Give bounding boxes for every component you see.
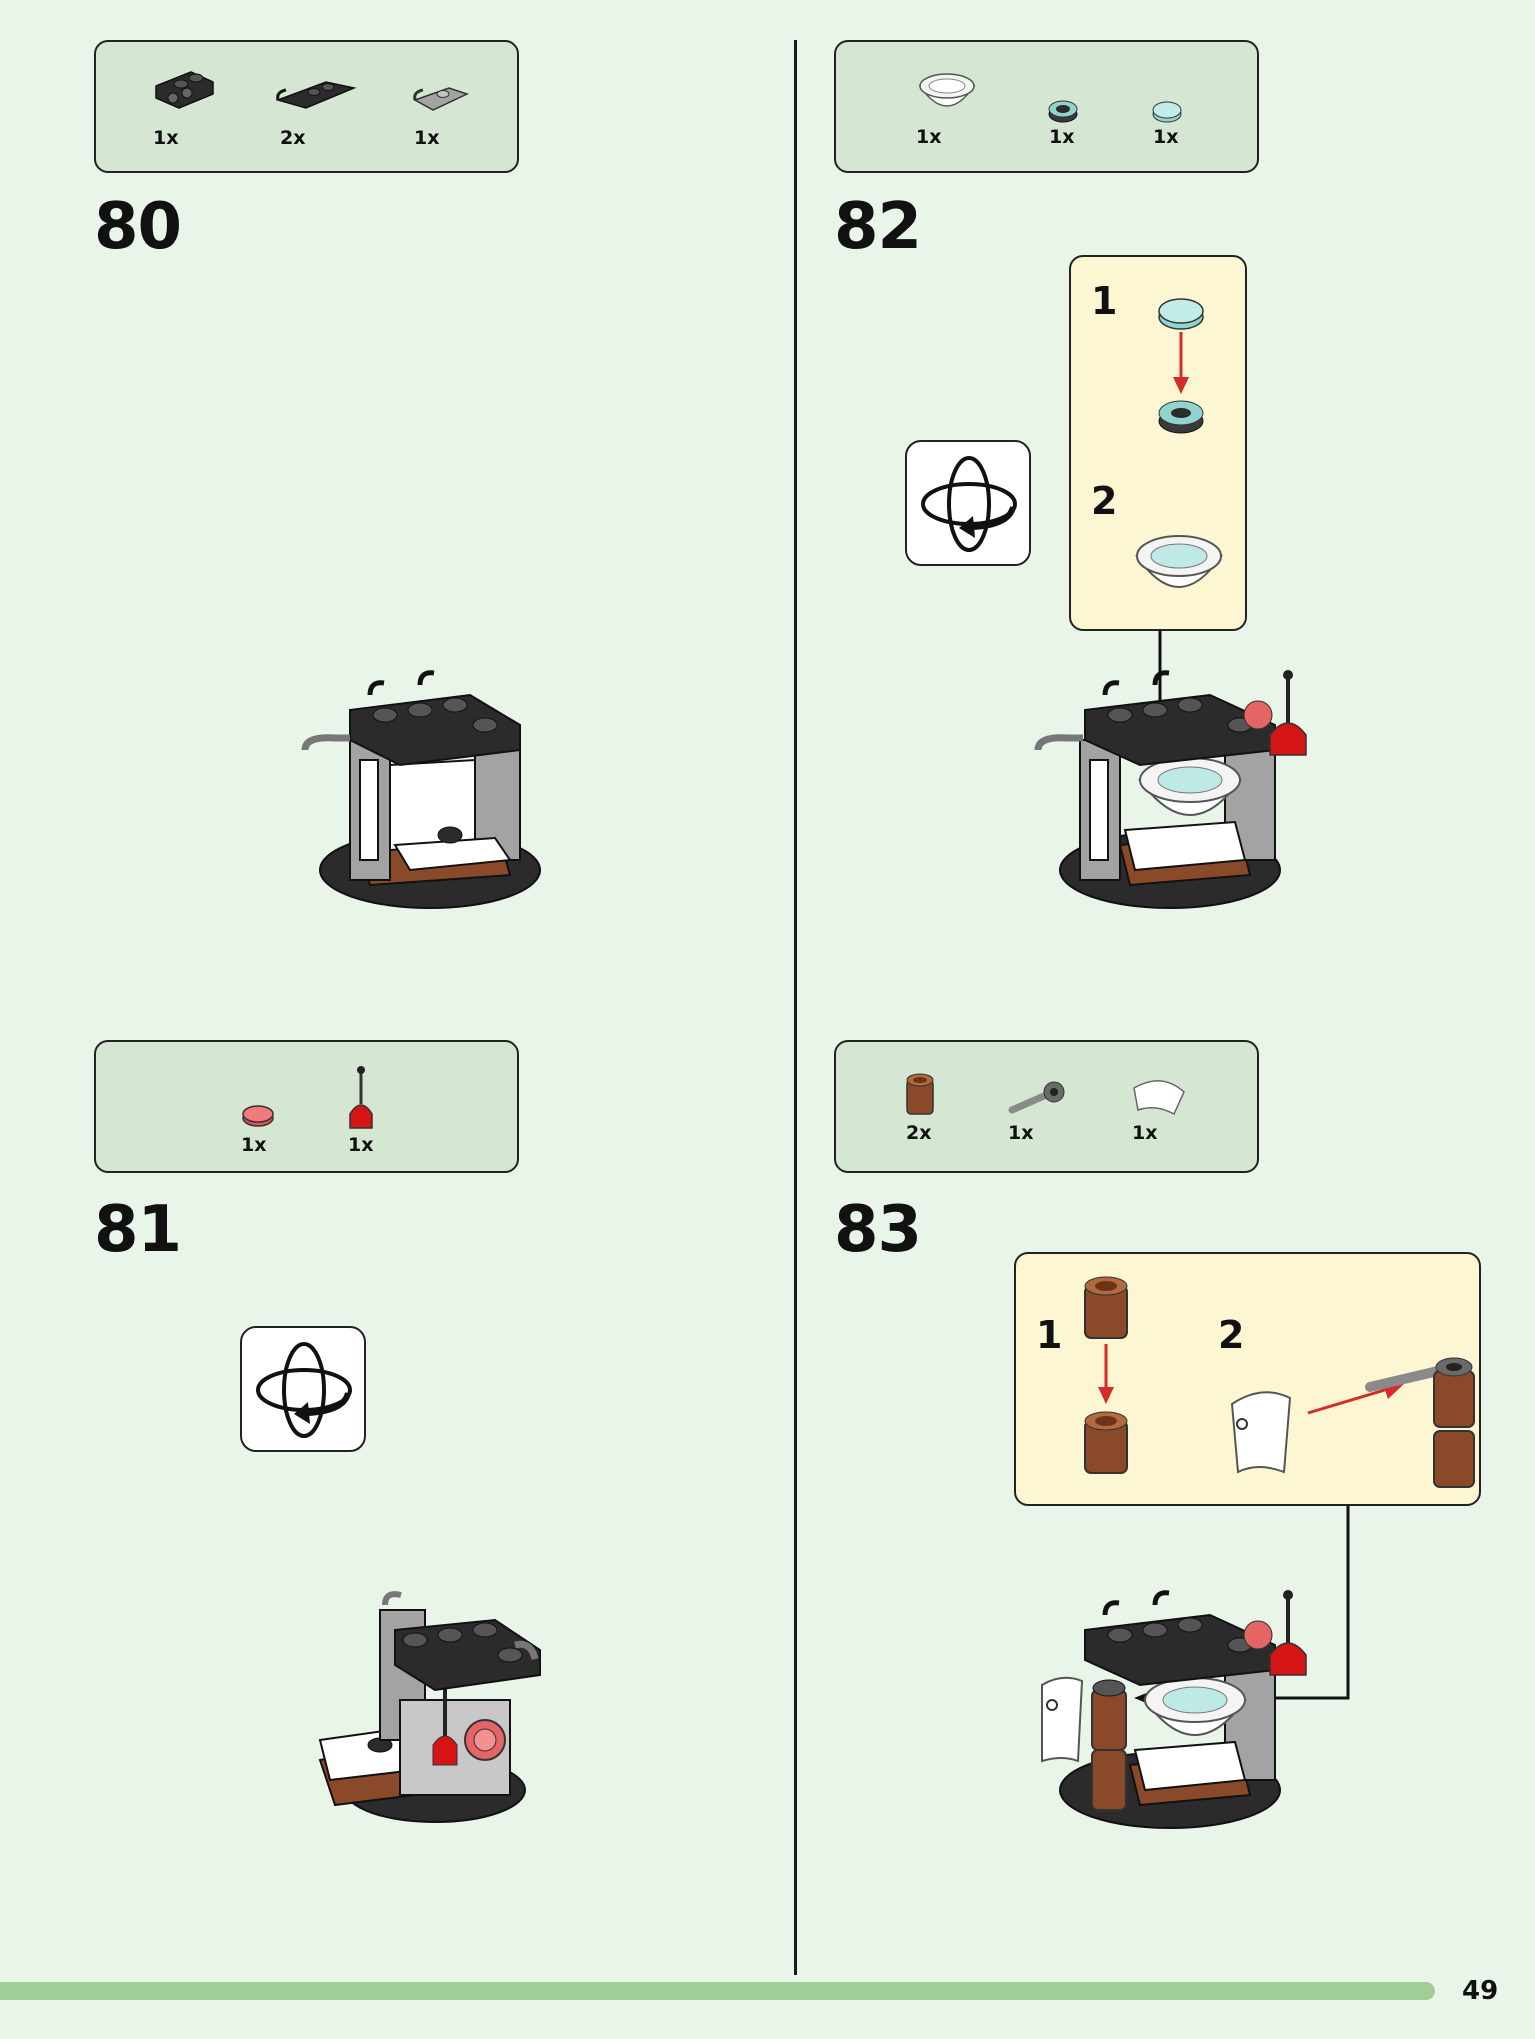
- substep-number: 2: [1218, 1313, 1245, 1357]
- part-qty: 2x: [906, 1122, 932, 1144]
- substep-number: 1: [1091, 279, 1118, 323]
- parts-list-step-81: 1x 1x: [94, 1040, 519, 1173]
- parts-list-step-82: 1x 1x 1x: [834, 40, 1259, 173]
- build-model-step-82: [1034, 670, 1307, 909]
- substep-number: 2: [1091, 479, 1118, 523]
- black-round-plate-icon: [1048, 100, 1078, 123]
- red-lever-icon: [349, 1066, 373, 1129]
- rotate-model-indicator: [240, 1326, 366, 1452]
- grey-clip-bar-icon: [1008, 1081, 1065, 1114]
- white-curved-slope-icon: [1133, 1080, 1185, 1116]
- black-round-plate-icon: [1158, 400, 1204, 434]
- rotate-model-indicator: [905, 440, 1031, 566]
- white-bowl-icon: [918, 73, 976, 107]
- rotate-icon: [921, 456, 1017, 552]
- trans-red-round-tile-icon: [242, 1105, 274, 1127]
- build-model-step-83: [1041, 1590, 1307, 1829]
- white-bowl-icon: [1135, 535, 1223, 588]
- substep-number: 1: [1036, 1313, 1063, 1357]
- step-number: 80: [94, 190, 182, 264]
- brick-stack-with-clip: [1365, 1357, 1475, 1488]
- step-number: 81: [94, 1193, 182, 1267]
- sub-assembly-step-83: 1 2: [1014, 1252, 1481, 1506]
- part-qty: 1x: [1008, 1122, 1034, 1144]
- rotate-icon: [256, 1342, 352, 1438]
- parts-list-step-80: 1x 2x 1x: [94, 40, 519, 173]
- page-progress-bar: [0, 1982, 1435, 2000]
- column-divider: [794, 40, 797, 1975]
- black-clip-plate-icon: [275, 81, 357, 109]
- part-qty: 1x: [1049, 126, 1075, 148]
- white-curved-slope-icon: [1230, 1391, 1292, 1474]
- parts-list-step-83: 2x 1x 1x: [834, 1040, 1259, 1173]
- trans-light-blue-round-tile-icon: [1152, 101, 1182, 123]
- brown-round-brick-icon: [906, 1073, 934, 1115]
- page-number: 49: [1462, 1976, 1499, 2006]
- part-qty: 1x: [241, 1134, 267, 1156]
- assembly-arrow: [1098, 1344, 1114, 1404]
- part-qty: 1x: [1153, 126, 1179, 148]
- trans-light-blue-round-tile-icon: [1158, 298, 1204, 330]
- assembly-arrow: [1173, 332, 1189, 394]
- part-qty: 1x: [916, 126, 942, 148]
- step-number: 82: [834, 190, 922, 264]
- grey-clip-plate-icon: [413, 87, 470, 111]
- part-qty: 1x: [1132, 1122, 1158, 1144]
- part-qty: 1x: [348, 1134, 374, 1156]
- brown-round-brick-icon: [1084, 1411, 1128, 1474]
- part-qty: 1x: [414, 127, 440, 149]
- build-model-step-80: [301, 670, 541, 909]
- step-number: 83: [834, 1193, 922, 1267]
- part-qty: 2x: [280, 127, 306, 149]
- sub-assembly-step-82: 1 2: [1069, 255, 1247, 631]
- part-qty: 1x: [153, 127, 179, 149]
- black-bracket-plate-icon: [155, 71, 214, 109]
- build-model-step-81: [318, 1591, 541, 1823]
- brown-round-brick-icon: [1084, 1276, 1128, 1339]
